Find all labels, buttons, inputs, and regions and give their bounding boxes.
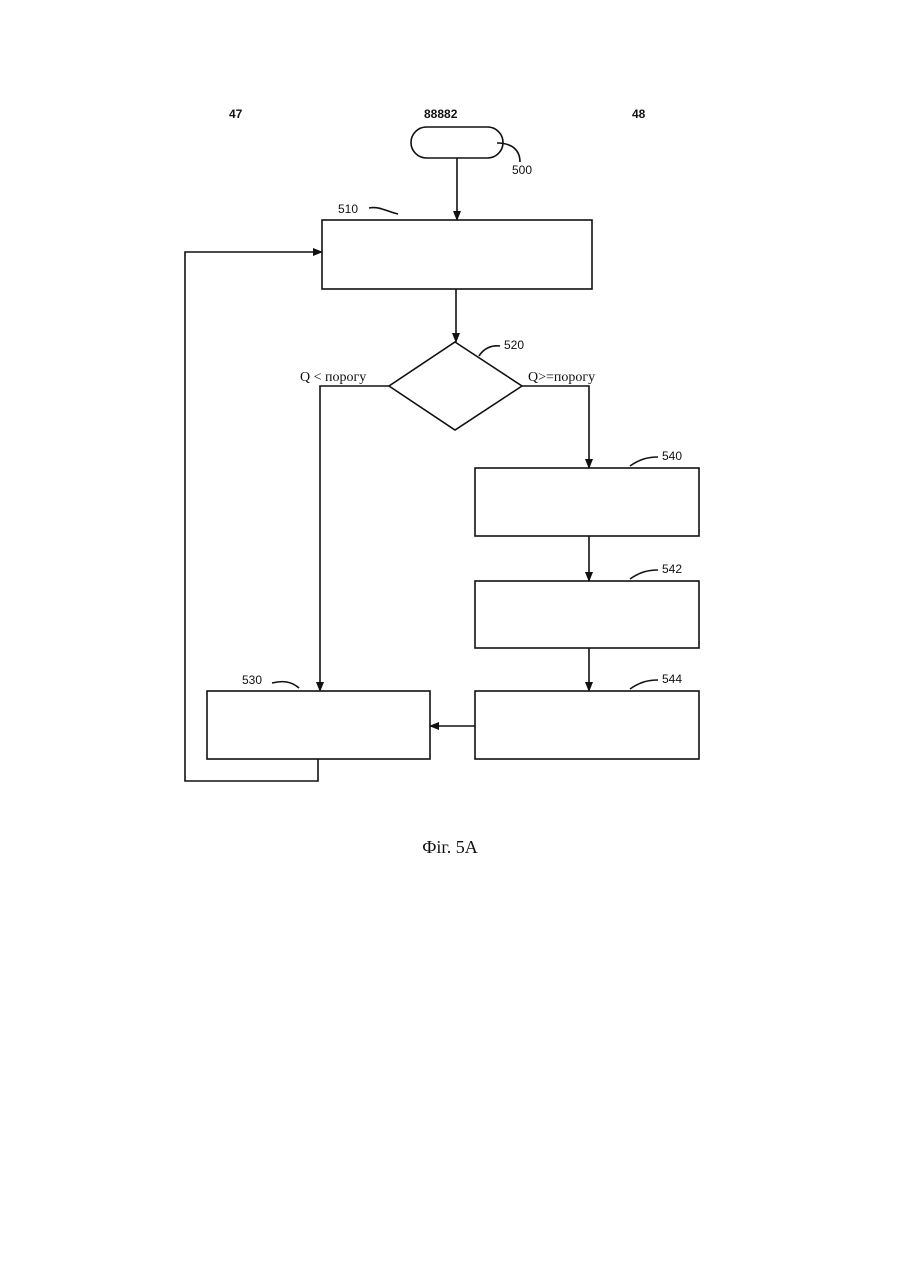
arrow-520-to-530 bbox=[320, 386, 389, 691]
process-box-530 bbox=[207, 691, 430, 759]
leader-540 bbox=[630, 457, 658, 466]
leader-510 bbox=[369, 208, 398, 214]
branch-label-below-threshold: Q < порогу bbox=[300, 370, 366, 385]
ref-510: 510 bbox=[338, 202, 358, 216]
decision-520 bbox=[389, 342, 522, 430]
process-box-510 bbox=[322, 220, 592, 289]
process-box-540 bbox=[475, 468, 699, 536]
arrow-520-to-540 bbox=[522, 386, 589, 468]
ref-520: 520 bbox=[504, 338, 524, 352]
branch-label-above-threshold: Q>=порогу bbox=[528, 370, 595, 385]
ref-542: 542 bbox=[662, 562, 682, 576]
leader-520 bbox=[479, 346, 500, 356]
ref-540: 540 bbox=[662, 449, 682, 463]
leader-544 bbox=[630, 680, 658, 689]
ref-544: 544 bbox=[662, 672, 682, 686]
leader-542 bbox=[630, 570, 658, 579]
process-box-542 bbox=[475, 581, 699, 648]
process-box-544 bbox=[475, 691, 699, 759]
ref-530: 530 bbox=[242, 673, 262, 687]
leader-530 bbox=[272, 682, 299, 688]
start-terminator bbox=[411, 127, 503, 158]
arrow-530-loop-to-510 bbox=[185, 252, 322, 781]
ref-500: 500 bbox=[512, 163, 532, 177]
figure-caption: Фіг. 5A bbox=[0, 837, 900, 858]
leader-500 bbox=[497, 143, 520, 162]
